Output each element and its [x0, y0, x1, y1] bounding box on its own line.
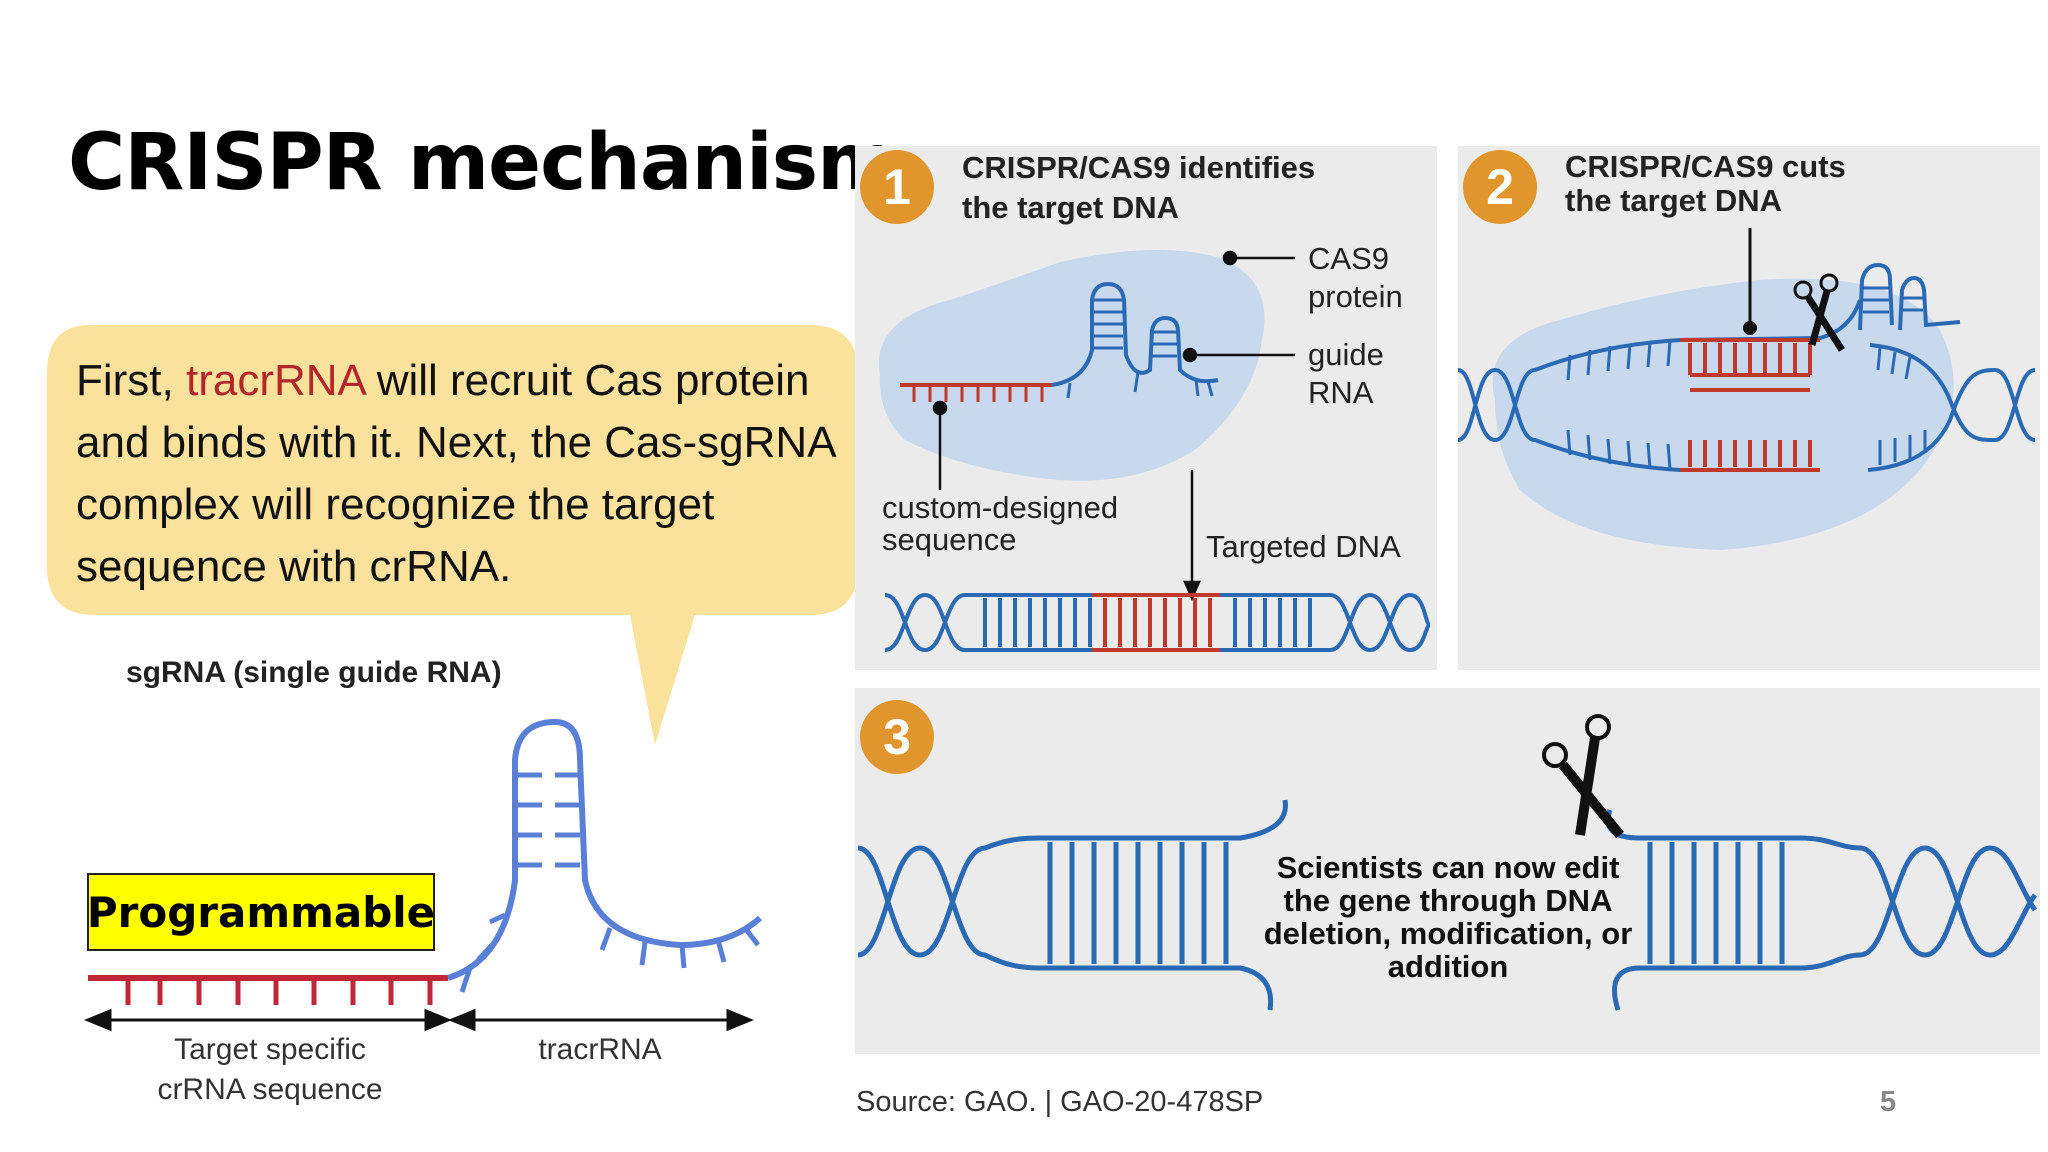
- scissors-icon-large: [1542, 714, 1624, 839]
- step-1-badge: 1: [860, 150, 934, 224]
- source-caption: Source: GAO. | GAO-20-478SP: [856, 1086, 1264, 1118]
- programmable-label: Programmable: [87, 873, 435, 951]
- step-2-badge: 2: [1463, 150, 1537, 224]
- bubble-text: First, tracrRNA will recruit Cas protein…: [76, 356, 835, 591]
- targeted-dna-label: Targeted DNA: [1206, 529, 1401, 564]
- tracrrna-label: tracrRNA: [538, 1033, 662, 1066]
- tracrrna-highlight: tracrRNA: [185, 356, 365, 405]
- page-number: 5: [1880, 1086, 1897, 1118]
- scissors-icon: [1793, 273, 1845, 352]
- panel-3-text: Scientists can now edit the gene through…: [1263, 850, 1633, 984]
- step-3-badge: 3: [860, 700, 934, 774]
- slide-title: CRISPR mechanism: [68, 118, 898, 208]
- sgrna-title: sgRNA (single guide RNA): [126, 656, 502, 689]
